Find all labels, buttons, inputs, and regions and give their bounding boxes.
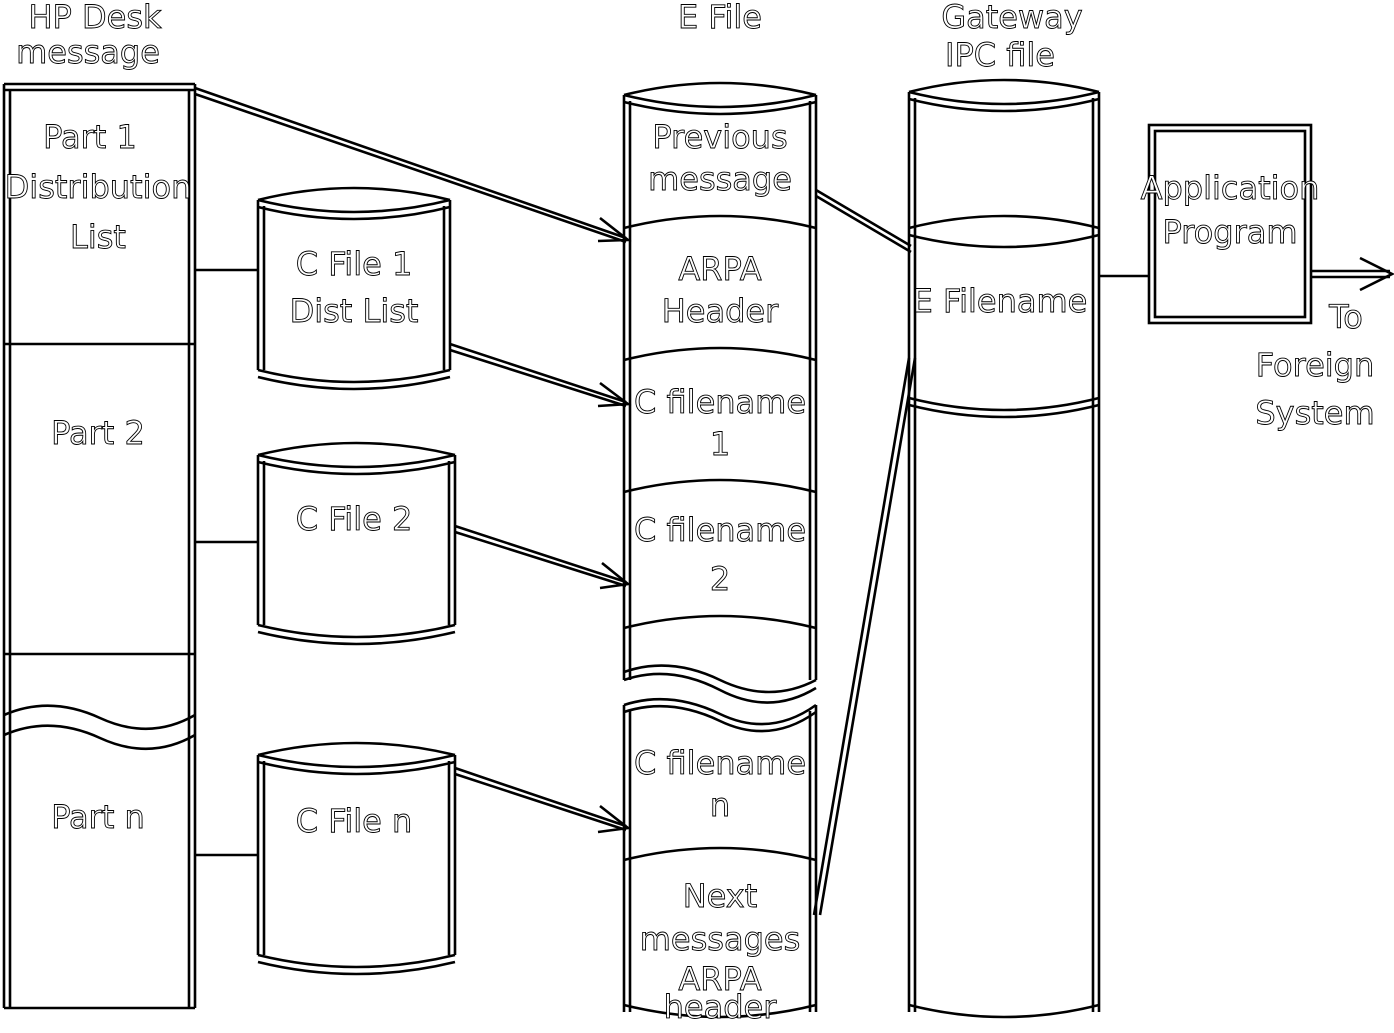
svg-text:1: 1 [710,425,730,463]
svg-text:C filename: C filename [634,511,806,549]
c-filename-n-label: C filename n [634,744,807,825]
c-file-1-label: C File 1 Dist List [289,245,419,331]
svg-text:Dist List: Dist List [290,292,419,330]
arrow-cfile2-to-cfilename2 [454,524,632,590]
arrow-part1-to-arpa [194,86,632,244]
hp-desk-title: HP Desk message [16,0,163,71]
svg-text:Program: Program [1162,213,1297,251]
svg-text:n: n [710,786,730,824]
gateway-title: Gateway IPC file [941,0,1083,74]
gateway-cylinder [907,78,1101,1019]
svg-text:Application: Application [1141,169,1320,207]
e-file-cylinder-upper [622,81,818,704]
svg-text:C File 1: C File 1 [296,245,413,283]
svg-text:message: message [648,160,792,198]
arpa-header-label: ARPA Header [661,250,779,331]
connector-next-to-gateway [812,357,917,916]
part-n-label: Part n [51,798,145,836]
svg-text:To: To [1328,298,1363,336]
e-file-title: E File [678,0,762,36]
hp-to-cfile-connectors [195,268,258,857]
arrow-cfilen-to-cfilenamen [454,766,632,834]
output-arrow [1311,256,1394,292]
c-filename-1-label: C filename 1 [634,383,807,464]
svg-text:HP Desk: HP Desk [28,0,162,36]
arrow-cfile1-to-cfilename1 [449,342,632,408]
e-file-cylinder-lower [622,697,818,1019]
next-messages-arpa-header-label: Next messages ARPA header [639,877,800,1027]
part-2-label: Part 2 [51,414,145,452]
c-file-n-cylinder [256,741,457,976]
svg-text:Part 1: Part 1 [43,118,137,156]
svg-text:2: 2 [710,560,730,598]
svg-text:Header: Header [662,292,779,330]
svg-text:Foreign: Foreign [1256,346,1374,384]
svg-text:ARPA: ARPA [678,250,761,288]
c-file-2-cylinder [256,441,457,646]
part-1-label: Part 1 Distribution List [4,118,192,257]
application-program-box [1147,123,1313,325]
svg-text:IPC file: IPC file [945,36,1055,74]
svg-text:ARPA: ARPA [678,960,761,998]
svg-text:message: message [16,33,160,71]
e-filename-label: E Filename [913,282,1088,320]
c-file-n-label: C File n [296,802,413,840]
application-program-label: Application Program [1140,169,1320,252]
c-filename-2-label: C filename 2 [634,511,807,599]
svg-text:Gateway: Gateway [941,0,1082,36]
c-file-1-cylinder [256,186,452,391]
hp-desk-message-block [2,82,197,1010]
svg-text:System: System [1255,394,1374,432]
svg-text:Previous: Previous [652,118,787,156]
svg-text:Distribution: Distribution [5,168,192,206]
svg-text:C filename: C filename [634,383,806,421]
svg-text:Next: Next [683,877,758,915]
c-file-2-label: C File 2 [296,500,413,538]
previous-message-label: Previous message [648,118,793,199]
svg-text:C filename: C filename [634,744,806,782]
connector-previous-to-gateway [815,188,912,254]
svg-text:messages: messages [640,920,800,958]
svg-text:header: header [664,988,778,1026]
to-foreign-system-label: To Foreign System [1255,298,1375,433]
svg-text:List: List [70,218,126,256]
